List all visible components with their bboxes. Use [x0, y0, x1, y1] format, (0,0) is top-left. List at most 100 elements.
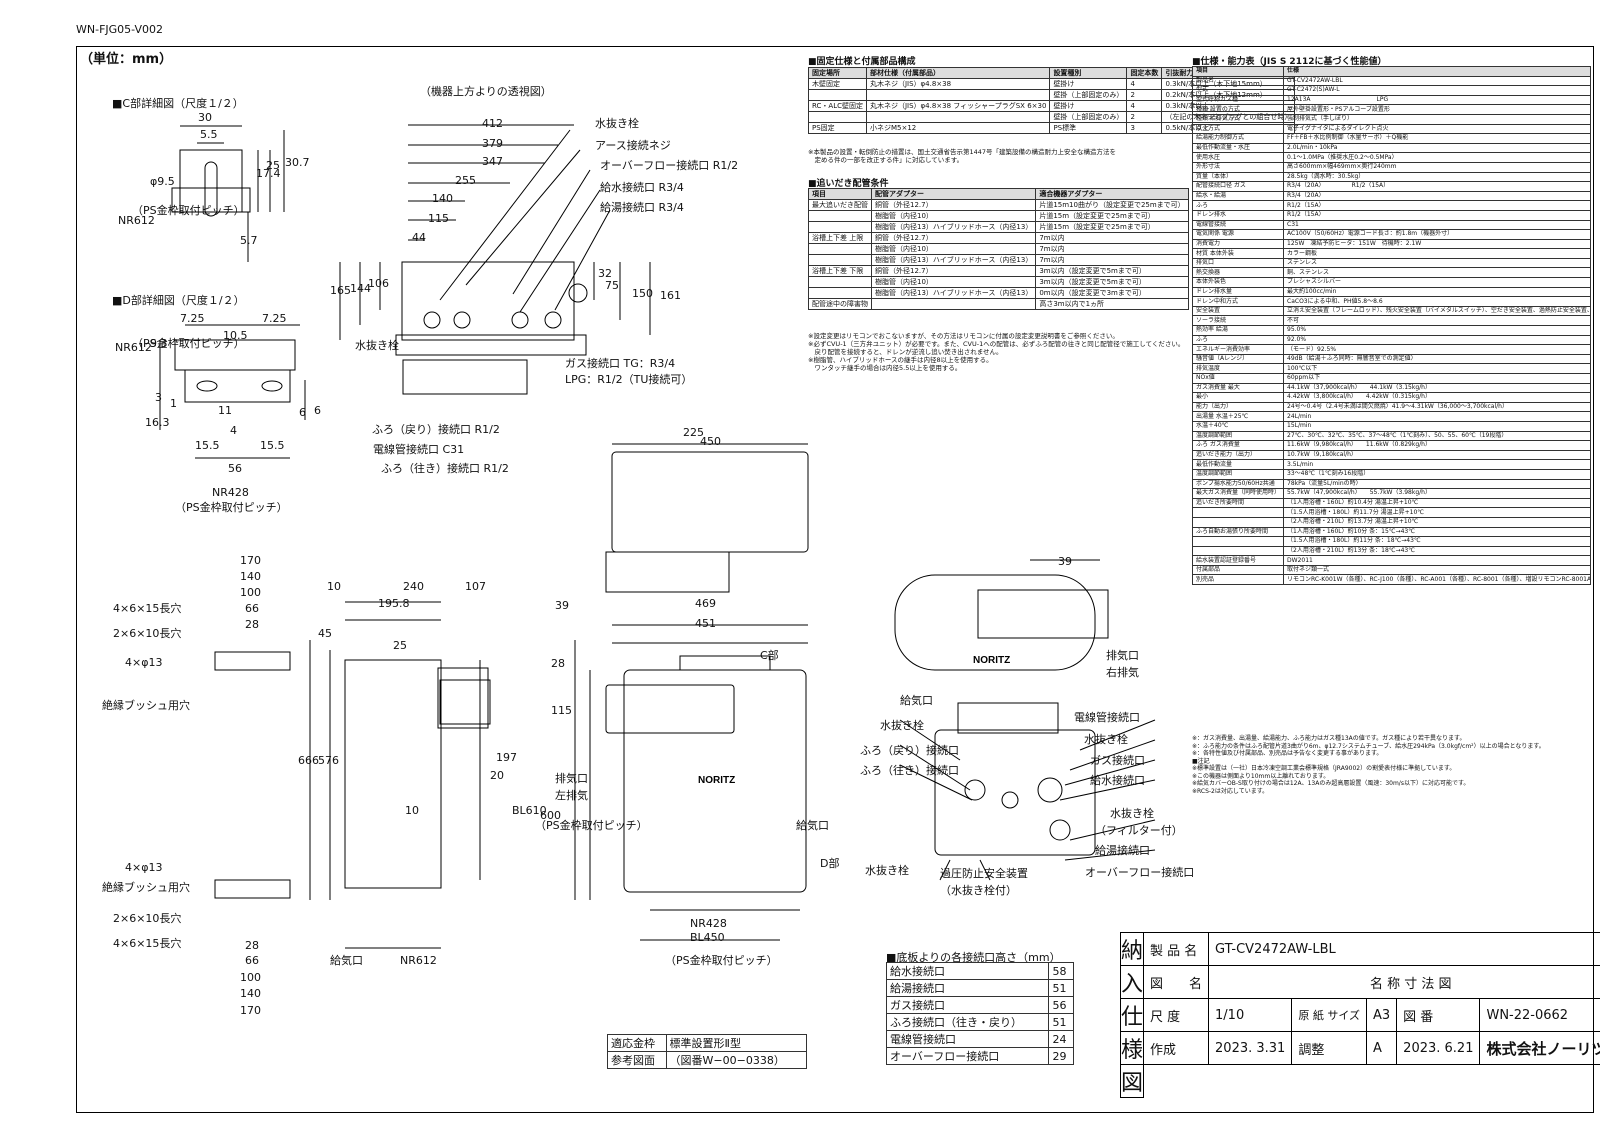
d-detail-dims-label: 15.5: [260, 439, 285, 452]
spec-notes: ※：ガス消費量、出湯量、給湯能力、ふろ能力はガス種13Aの値です。ガス種により若…: [1192, 735, 1545, 795]
piping-row: 浴槽上下差 上限銅管（外径12.7）7m以内: [808, 232, 1189, 244]
table-cell: ふろ自動お湯張り所要時間: [1191, 526, 1285, 538]
side-view-dims-label: 10: [405, 804, 419, 817]
table-cell: 51: [1048, 1013, 1074, 1031]
table-cell: 配管途中の障害物: [808, 298, 872, 310]
install-reference-table: 適応金枠標準設置形Ⅱ型参考図面（図番W−00−0338）: [607, 1034, 808, 1069]
table-cell: R3/4（20A） R1/2（15A）: [1283, 181, 1592, 192]
table-cell: 騒音値（Aレンジ）: [1191, 353, 1285, 365]
drawing-no: WN-22-0662: [1479, 998, 1600, 1032]
table-cell: R1/2（15A）: [1283, 200, 1592, 211]
install-ref-row: 適応金枠標準設置形Ⅱ型: [607, 1034, 808, 1052]
table-cell: 3.5L/min: [1283, 459, 1592, 470]
top-view-dims-label: 161: [660, 289, 681, 302]
brand-logo-right: NORITZ: [973, 655, 1010, 666]
table-cell: 4: [1126, 78, 1163, 90]
side-view-dims-label: 170: [240, 1004, 261, 1017]
top-view-labels-label: ふろ（戻り）接続口 R1/2: [372, 423, 500, 436]
table-cell: オーバーフロー接続口: [885, 1047, 1050, 1065]
piping-title: ■追いだき配管条件: [808, 179, 889, 189]
table-cell: 安全装置: [1191, 305, 1285, 317]
table-cell: [808, 111, 867, 123]
front-view-dims-label: 給気口: [796, 819, 829, 832]
c-detail-dims-label: 30.7: [285, 156, 310, 169]
table-cell: [865, 89, 1051, 101]
side-view-dims-label: （PS金枠取付ピッチ）: [535, 819, 648, 832]
table-cell: 片道15m（設定変更で25mまで可）: [1035, 210, 1189, 222]
side-view-dims-label: 20: [490, 769, 504, 782]
drawing-frame: [76, 46, 1594, 1113]
spec-row: 排気口ステンレス: [1191, 257, 1592, 269]
table-cell: 取付ネジ類一式: [1283, 564, 1592, 576]
table-cell: 熱交換器: [1191, 267, 1285, 279]
right-view-labels-label: 給水接続口: [1090, 774, 1145, 787]
table-cell: カラー鋼板: [1283, 248, 1592, 259]
table-cell: 樹脂管（内径13）ハイブリッドホース（内径13）: [870, 221, 1037, 233]
bottom-heights-title: ■底板よりの各接続口高さ（mm）: [886, 951, 1061, 964]
right-view-labels-label: 水抜き栓: [880, 719, 924, 732]
table-cell: 別売品: [1191, 574, 1285, 586]
side-view-dims-label: 4×6×15長穴: [113, 602, 182, 615]
table-cell: 浴槽上下差 上限: [808, 232, 872, 244]
table-cell: 壁掛（上部固定のみ）: [1049, 111, 1128, 123]
side-view-dims-label: 絶縁ブッシュ用穴: [102, 881, 190, 894]
front-view-dims-label: 600: [540, 809, 561, 822]
table-header-cell: 固定本数: [1126, 67, 1163, 79]
table-cell: （1.5人用浴槽・180L）約11.7分 湯温上昇+10℃: [1283, 507, 1592, 518]
table-cell: 最大追いだき配管: [808, 199, 872, 211]
spec-row: 追いだき所要時間（1人用浴槽・160L）約10.4分 湯温上昇+10℃: [1191, 497, 1592, 509]
d-detail-dims-label: 3: [155, 391, 162, 404]
table-cell: 55.7kW（47,900kcal/h） 55.7kW（3.98kg/h）: [1283, 488, 1592, 499]
spec-row: 別売品リモコンRC-K001W（各種）、RC-J100（各種）、RC-A001（…: [1191, 574, 1592, 586]
note-line: ※RCS-2は対応しています。: [1192, 787, 1269, 795]
side-view-dims-label: 240: [403, 580, 424, 593]
table-cell: 壁掛け: [1049, 100, 1128, 112]
piping-row: 配管途中の障害物高さ3m以内で1ヵ所: [808, 298, 1189, 310]
piping-row: 樹脂管（内径10）7m以内: [808, 243, 1189, 255]
fixing-spec-title: ■固定仕様と付属部品構成: [808, 57, 916, 67]
table-cell: 熱効率 給湯: [1191, 325, 1285, 336]
table-cell: 28.5kg（満水時：30.5kg）: [1283, 171, 1592, 183]
side-view-dims-label: 給気口: [330, 954, 363, 967]
table-cell: 29: [1048, 1047, 1074, 1065]
note-line: ※：ガス消費量、出湯量、給湯能力、ふろ能力はガス種13Aの値です。ガス種により若…: [1192, 735, 1466, 742]
d-detail-dims-label: 11: [218, 404, 232, 417]
doc-code: WN-FJG05-V002: [76, 23, 164, 36]
table-cell: 給湯能力制御方式: [1191, 133, 1285, 144]
front-view-dims-label: D部: [820, 857, 840, 870]
table-cell: ふろ ガス消費量: [1191, 440, 1285, 451]
delivery-spec-char: 納: [1119, 932, 1145, 966]
c-detail-drawing: [171, 125, 285, 262]
top-view-labels-label: 給湯接続口 R3/4: [600, 201, 684, 214]
table-cell: 樹脂管（内径10）: [870, 210, 1037, 222]
d-detail-dims-label: （PS金枠取付ピッチ）: [175, 501, 288, 514]
table-cell: ふろ接続口（往き・戻り）: [885, 1013, 1050, 1031]
delivery-spec-char: 様: [1119, 1031, 1145, 1065]
note-line: ※設定変更はリモコンでおこないますが、その方法はリモコンに付属の設定変更説明書を…: [808, 332, 1119, 340]
table-cell: 型式: [1191, 85, 1285, 96]
table-cell: R1/2（15A）: [1283, 209, 1592, 221]
d-detail-dims-label: NR612: [115, 341, 152, 354]
table-cell: 60ppm以下: [1283, 373, 1592, 384]
right-view-labels-label: 排気口: [1106, 649, 1139, 662]
c-detail-dims-label: 17.4: [256, 167, 281, 180]
fixing-spec-table: 固定場所部材仕様（付属部品）設置種別固定本数引抜耐力木壁固定丸木ネジ（JIS）φ…: [808, 67, 1296, 134]
table-cell: [808, 243, 872, 255]
side-view-dims-label: 2×6×10長穴: [113, 627, 182, 640]
title-block: 納 製 品 名 GT-CV2472AW-LBL 入 図 名 名 称 寸 法 図 …: [1119, 932, 1600, 1098]
spec-row: 質量（本体）28.5kg（満水時：30.5kg）: [1191, 171, 1592, 183]
table-cell: 125W 凍結予防ヒータ：151W 待機時：2.1W: [1283, 238, 1592, 250]
spec-row: 点火方式電子イグナイタによるダイレクト点火: [1191, 123, 1592, 135]
d-detail-dims-label: 4: [230, 424, 237, 437]
table-cell: 壁掛け: [1049, 78, 1128, 90]
